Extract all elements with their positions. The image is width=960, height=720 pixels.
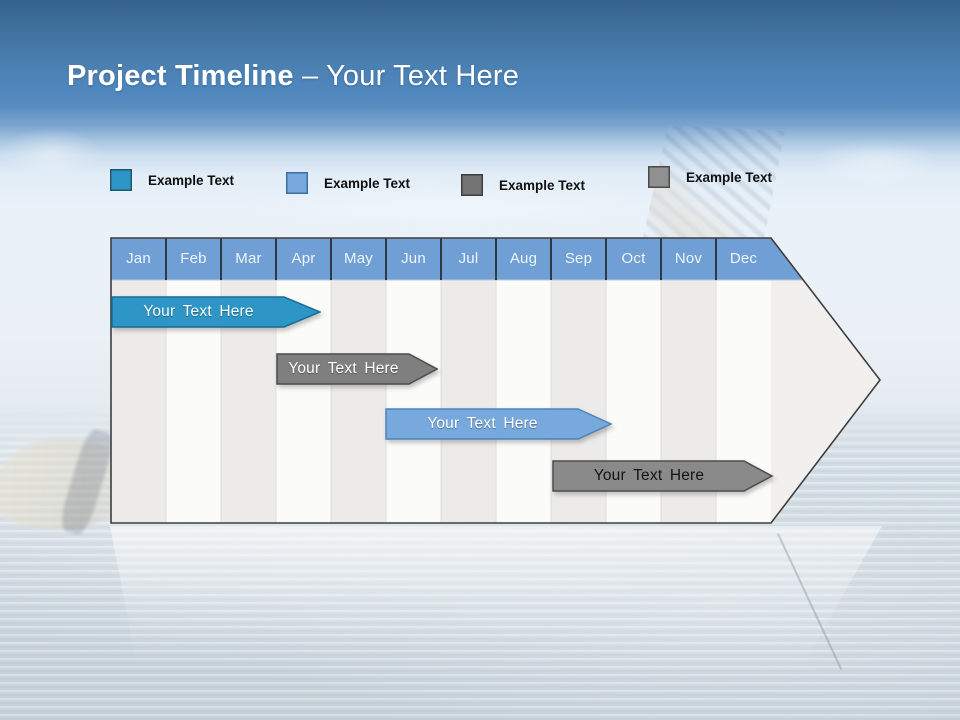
task-bar-label: Your Text Here	[593, 467, 705, 484]
task-bar-label: Your Text Here	[427, 415, 538, 432]
legend-swatch-icon	[648, 166, 670, 188]
legend-item-1[interactable]: Example Text	[110, 169, 234, 191]
task-bar-2[interactable]: Your Text Here	[276, 353, 438, 385]
task-bar-arrow-shape	[552, 460, 774, 492]
legend-swatch-icon	[461, 174, 483, 196]
month-header-cell[interactable]: Oct	[621, 250, 646, 267]
month-header-cell[interactable]: May	[344, 250, 373, 267]
legend-label: Example Text	[148, 172, 235, 188]
legend-swatch-icon	[286, 172, 308, 194]
month-header-cell[interactable]: Sep	[564, 250, 593, 267]
legend-item-2[interactable]: Example Text	[286, 172, 410, 194]
legend-item-3[interactable]: Example Text	[461, 174, 585, 196]
month-header-cell[interactable]: Jul	[458, 250, 479, 267]
table-water-reflection	[110, 526, 882, 671]
month-header-row: Jan Feb Mar Apr May Jun Jul Aug Sep Oct …	[111, 237, 771, 280]
month-header-cell[interactable]: Mar	[235, 250, 262, 267]
legend-swatch-icon	[110, 169, 132, 191]
month-header-cell[interactable]: Jan	[126, 250, 151, 267]
month-header-cell[interactable]: Aug	[509, 250, 538, 267]
task-bar-arrow-shape	[111, 296, 321, 328]
task-bar-arrow-shape	[385, 408, 612, 440]
title-regular-text: – Your Text Here	[301, 60, 520, 92]
timeline-table[interactable]: Jan Feb Mar Apr May Jun Jul Aug Sep Oct …	[110, 237, 882, 524]
task-bar-3[interactable]: Your Text Here	[385, 408, 612, 440]
month-header-cell[interactable]: Dec	[729, 250, 758, 267]
legend-label: Example Text	[686, 169, 773, 185]
page-title[interactable]: Project Timeline – Your Text Here	[67, 60, 519, 93]
month-header-cell[interactable]: Jun	[401, 250, 426, 267]
month-header-cell[interactable]: Nov	[674, 250, 703, 267]
title-bold-text: Project Timeline	[67, 60, 294, 92]
task-bar-4[interactable]: Your Text Here	[552, 460, 774, 492]
legend-item-4[interactable]: Example Text	[648, 166, 772, 188]
legend-label: Example Text	[499, 177, 586, 193]
month-header-cell[interactable]: Feb	[180, 250, 207, 267]
task-bar-1[interactable]: Your Text Here	[111, 296, 321, 328]
task-bar-label: Your Text Here	[288, 360, 399, 377]
task-bar-label: Your Text Here	[143, 303, 254, 320]
task-bar-arrow-shape	[276, 353, 438, 385]
legend-label: Example Text	[324, 175, 411, 191]
month-header-cell[interactable]: Apr	[291, 250, 316, 267]
